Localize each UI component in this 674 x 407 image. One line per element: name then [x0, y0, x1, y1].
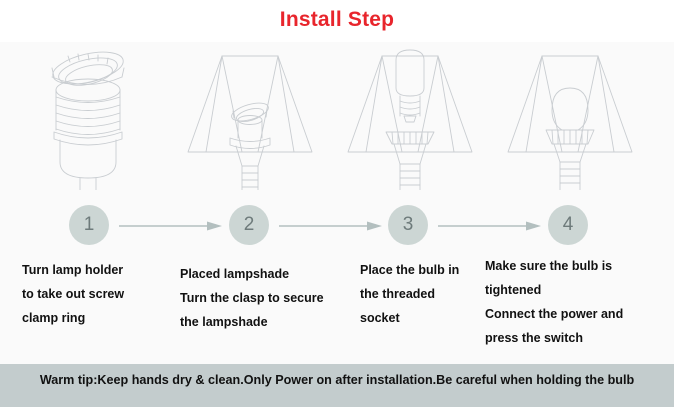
illustration-row	[0, 44, 674, 190]
caption-line: tightened	[485, 283, 542, 297]
warning-text: Warm tip:Keep hands dry & clean.Only Pow…	[39, 373, 635, 387]
caption-line: press the switch	[485, 331, 583, 345]
step-indicator-row: 1 2 3 4	[0, 205, 674, 247]
step-caption-4: Make sure the bulb is tightened Connect …	[485, 254, 623, 350]
caption-line: socket	[360, 311, 400, 325]
step-number-4[interactable]: 4	[548, 205, 588, 245]
content-panel	[0, 42, 674, 364]
caption-line: Turn the clasp to secure	[180, 291, 324, 305]
arrow-step-1-to-2	[119, 219, 223, 231]
page-title: Install Step	[279, 8, 395, 31]
caption-line: Make sure the bulb is	[485, 259, 613, 273]
step-caption-1: Turn lamp holder to take out screw clamp…	[22, 258, 124, 330]
illustration-bulb-installed	[490, 44, 650, 190]
title-band	[0, 0, 674, 42]
caption-line: Place the bulb in	[360, 263, 460, 277]
caption-line: Connect the power and	[485, 307, 624, 321]
caption-line: the lampshade	[180, 315, 268, 329]
step-number-1[interactable]: 1	[69, 205, 109, 245]
caption-line: the threaded	[360, 287, 436, 301]
caption-line: Turn lamp holder	[22, 263, 124, 277]
illustration-bulb-into-socket	[330, 44, 490, 190]
step-number-3[interactable]: 3	[388, 205, 428, 245]
step-number-2[interactable]: 2	[229, 205, 269, 245]
warning-banner	[0, 364, 674, 407]
arrow-step-2-to-3	[279, 219, 383, 231]
caption-line: Placed lampshade	[180, 267, 290, 281]
illustration-lamp-holder-ring	[10, 44, 170, 190]
arrow-step-3-to-4	[438, 219, 542, 231]
caption-line: to take out screw	[22, 287, 125, 301]
step-caption-2: Placed lampshade Turn the clasp to secur…	[180, 262, 324, 334]
step-caption-3: Place the bulb in the threaded socket	[360, 258, 459, 330]
caption-line: clamp ring	[22, 311, 86, 325]
illustration-lampshade-placed	[170, 44, 330, 190]
